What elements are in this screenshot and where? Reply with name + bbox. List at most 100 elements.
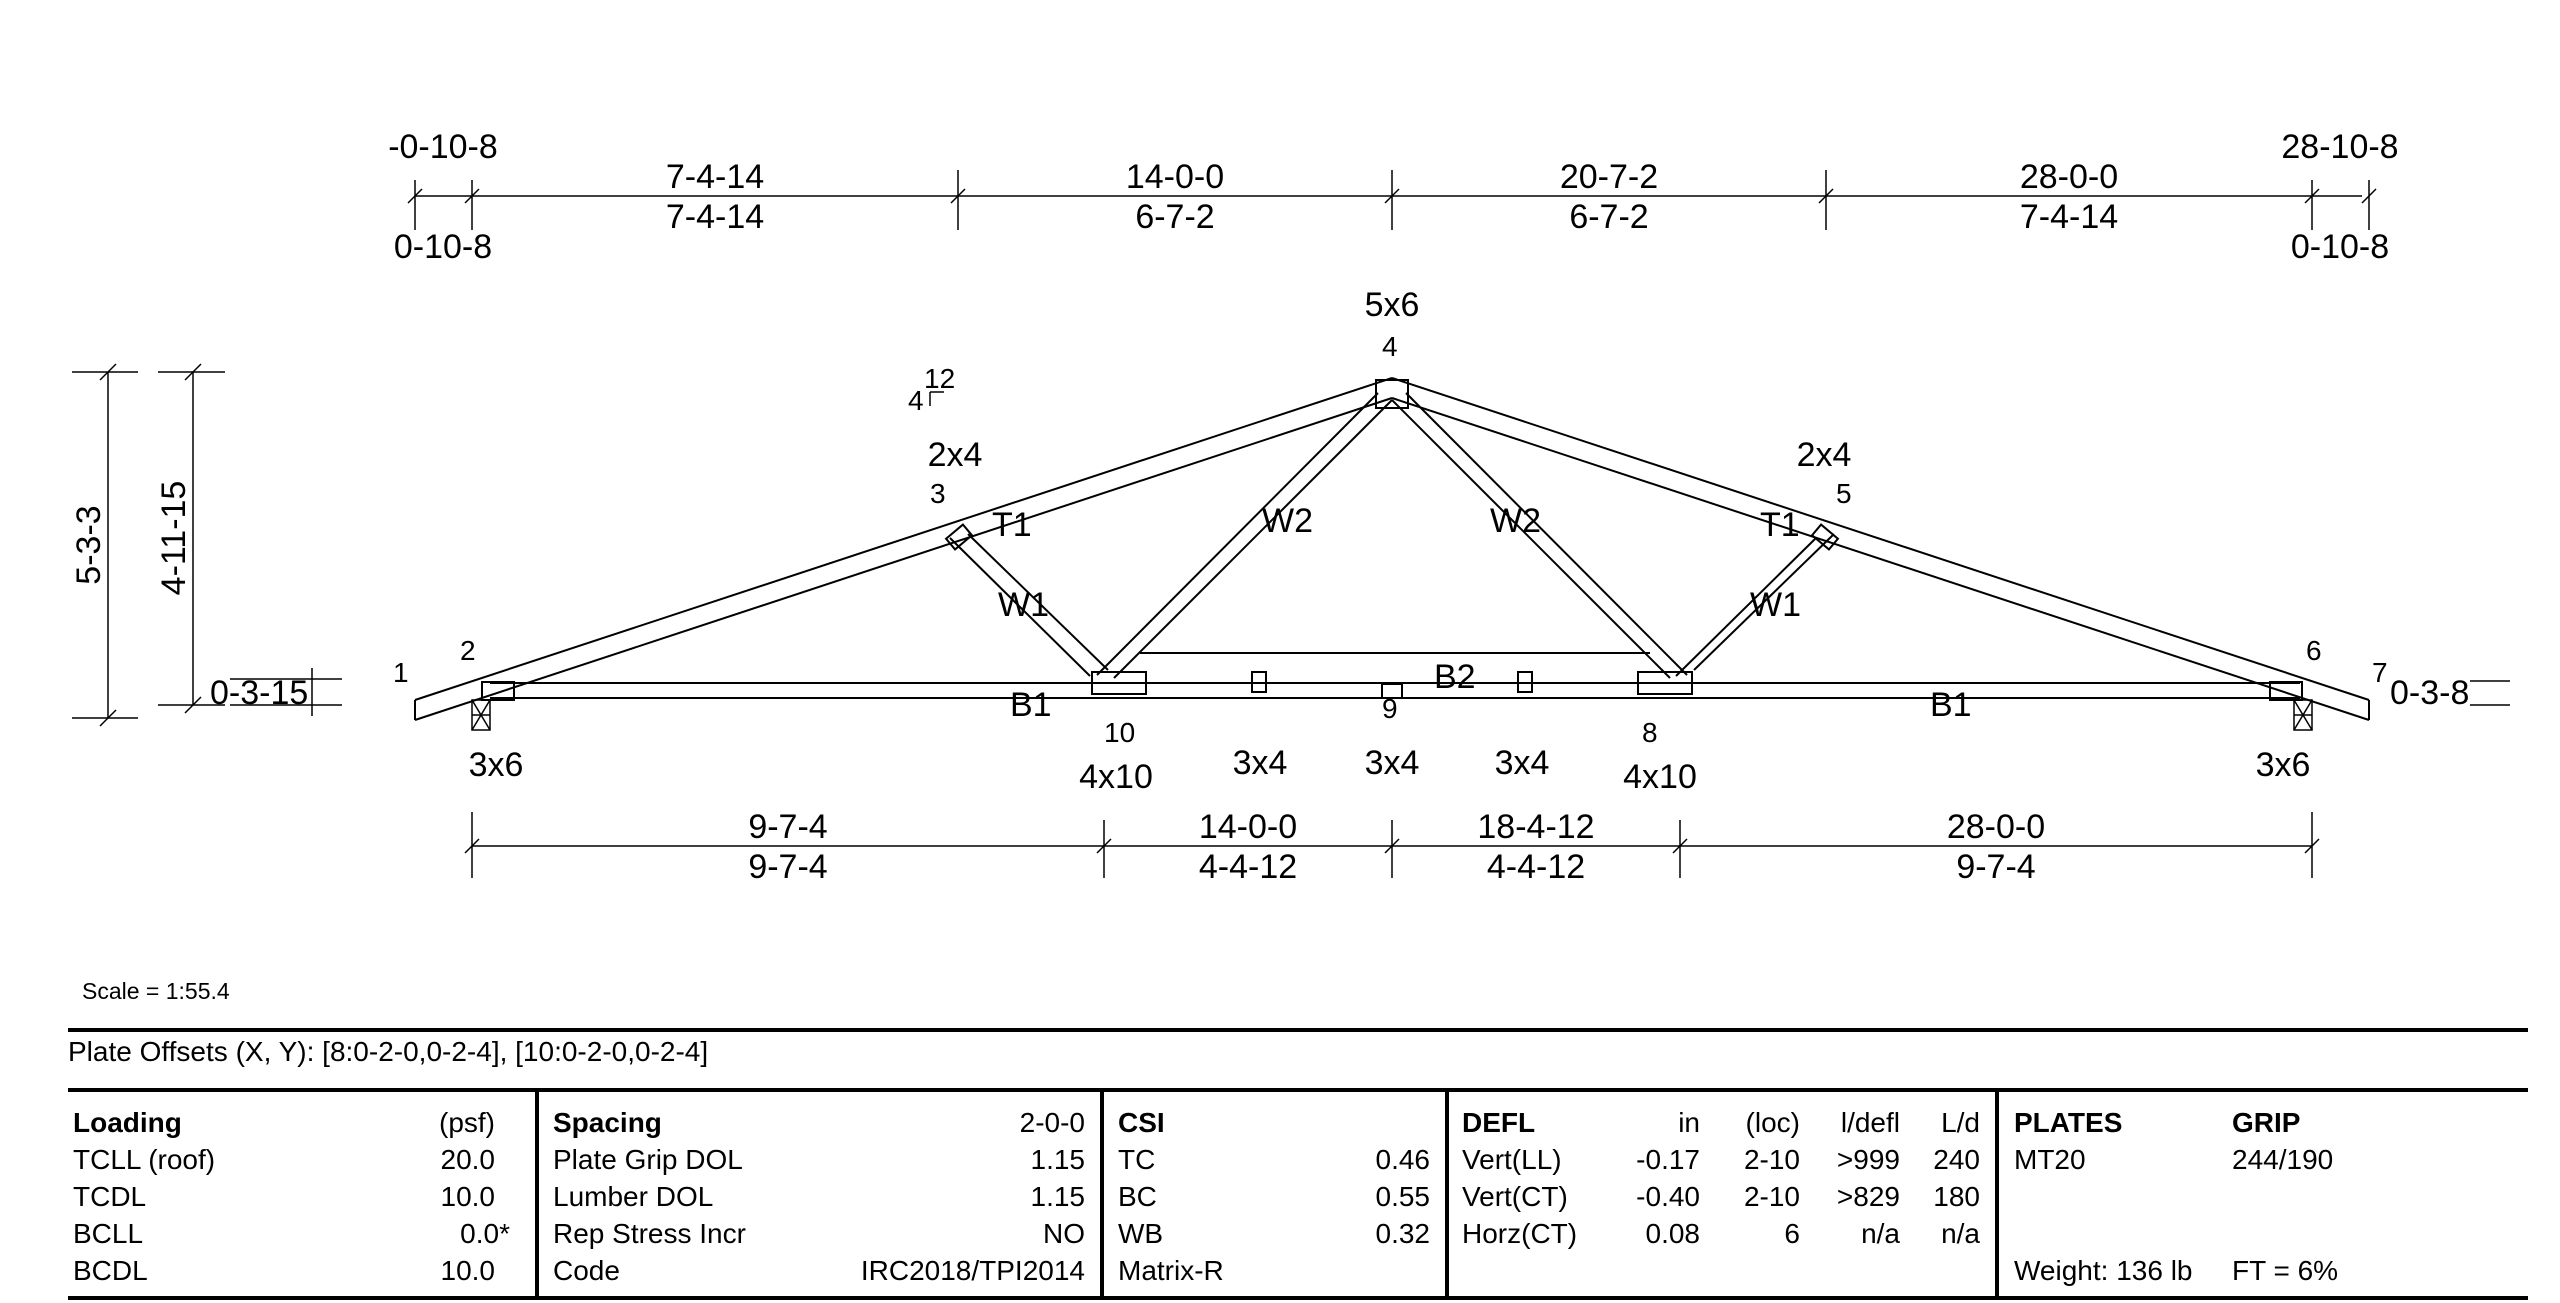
plate-label-left-support: 3x6 bbox=[469, 746, 524, 784]
spacing-label-4: Code bbox=[553, 1255, 620, 1286]
top-segment-2: 6-7-2 bbox=[1135, 198, 1214, 236]
joint-7: 7 bbox=[2372, 657, 2388, 688]
defl-col-ld: L/d bbox=[1941, 1107, 1980, 1138]
bearing-left bbox=[471, 699, 491, 731]
loading-label-2: TCDL bbox=[73, 1181, 147, 1212]
defl-ldefl-1: >999 bbox=[1836, 1144, 1900, 1175]
spacing-value-4: IRC2018/TPI2014 bbox=[860, 1255, 1085, 1286]
plate-label-joint5: 2x4 bbox=[1797, 436, 1852, 474]
joint-10: 10 bbox=[1104, 717, 1135, 748]
defl-label-1: Vert(LL) bbox=[1462, 1144, 1562, 1175]
spacing-value-3: NO bbox=[1043, 1218, 1085, 1249]
defl-ldefl-2: >829 bbox=[1836, 1181, 1900, 1212]
top-segment-4: 7-4-14 bbox=[2020, 198, 2118, 236]
bottom-cumulative-1: 9-7-4 bbox=[748, 808, 827, 846]
top-chord-left bbox=[414, 377, 1393, 721]
defl-label-2: Vert(CT) bbox=[1462, 1181, 1568, 1212]
web-w1-left bbox=[949, 533, 1109, 677]
member-t1-left: T1 bbox=[992, 506, 1032, 544]
defl-col-ldefl: l/defl bbox=[1840, 1107, 1900, 1138]
spacing-value-1: 1.15 bbox=[1030, 1144, 1086, 1175]
joint-8: 8 bbox=[1642, 717, 1658, 748]
top-cumulative-4: 28-0-0 bbox=[2020, 158, 2118, 196]
plate-label-right-support: 3x6 bbox=[2256, 746, 2311, 784]
loading-label-1: TCLL (roof) bbox=[73, 1144, 216, 1175]
plate-label-joint8: 4x10 bbox=[1623, 758, 1697, 796]
plate-type: MT20 bbox=[2014, 1144, 2086, 1175]
grip-header: GRIP bbox=[2232, 1107, 2301, 1138]
bottom-cumulative-4: 28-0-0 bbox=[1947, 808, 2045, 846]
inner-height: 4-11-15 bbox=[155, 481, 193, 596]
col-sep-2 bbox=[1100, 1088, 1104, 1300]
height-dimension-lines bbox=[72, 363, 2510, 727]
col-sep-1 bbox=[535, 1088, 539, 1300]
csi-value-2: 0.55 bbox=[1375, 1181, 1431, 1212]
divider-top bbox=[68, 1028, 2528, 1032]
member-b1-left: B1 bbox=[1010, 686, 1052, 724]
defl-label-3: Horz(CT) bbox=[1462, 1218, 1578, 1249]
plate-right-support bbox=[2269, 681, 2303, 701]
ft-value: FT = 6% bbox=[2232, 1255, 2339, 1286]
bottom-segment-2: 4-4-12 bbox=[1199, 848, 1297, 886]
plate-mid bbox=[1381, 683, 1403, 699]
top-segment-3: 6-7-2 bbox=[1569, 198, 1648, 236]
plate-label-mid: 3x4 bbox=[1365, 744, 1420, 782]
member-w2-right: W2 bbox=[1490, 502, 1541, 540]
defl-loc-2: 2-10 bbox=[1743, 1181, 1800, 1212]
overhang-left-bottom: 0-10-8 bbox=[394, 228, 492, 266]
defl-ld-2: 180 bbox=[1933, 1181, 1980, 1212]
top-cumulative-2: 14-0-0 bbox=[1126, 158, 1224, 196]
spacing-label-3: Rep Stress Incr bbox=[553, 1218, 746, 1249]
pitch-mark bbox=[929, 391, 944, 406]
overhang-left-top: -0-10-8 bbox=[388, 128, 498, 166]
csi-label-1: TC bbox=[1118, 1144, 1156, 1175]
loading-value-2: 10.0 bbox=[440, 1181, 496, 1212]
web-w2-right bbox=[1391, 392, 1688, 679]
truss-drawing: -0-10-8 0-10-8 28-10-8 0-10-8 7-4-14 14-… bbox=[70, 128, 2510, 886]
divider-table-bottom bbox=[68, 1296, 2528, 1300]
spacing-header: Spacing bbox=[553, 1107, 662, 1138]
plates-header: PLATES bbox=[2014, 1107, 2123, 1138]
joint-6: 6 bbox=[2306, 635, 2322, 666]
top-chord-right bbox=[1391, 377, 2370, 721]
bottom-segment-1: 9-7-4 bbox=[748, 848, 827, 886]
bottom-chord bbox=[490, 652, 2300, 699]
member-w1-right: W1 bbox=[1750, 586, 1801, 624]
top-segment-1: 7-4-14 bbox=[666, 198, 764, 236]
grip-value: 244/190 bbox=[2232, 1144, 2334, 1175]
joint-4: 4 bbox=[1382, 331, 1398, 362]
csi-label-4: Matrix-R bbox=[1118, 1255, 1224, 1286]
truss-weight: Weight: 136 lb bbox=[2014, 1255, 2193, 1286]
bottom-segment-3: 4-4-12 bbox=[1487, 848, 1585, 886]
defl-header: DEFL bbox=[1462, 1107, 1536, 1138]
pitch-rise: 4 bbox=[908, 385, 924, 416]
web-w2-left bbox=[1096, 392, 1393, 679]
csi-value-1: 0.46 bbox=[1375, 1144, 1431, 1175]
joint-3: 3 bbox=[930, 478, 946, 509]
defl-ld-1: 240 bbox=[1933, 1144, 1980, 1175]
overhang-right-top: 28-10-8 bbox=[2281, 128, 2398, 166]
plate-label-mid-left: 3x4 bbox=[1233, 744, 1288, 782]
loading-value-3: 0.0* bbox=[460, 1218, 510, 1249]
web-w1-right bbox=[1675, 533, 1835, 677]
bearing-right bbox=[2293, 699, 2313, 731]
csi-value-3: 0.32 bbox=[1375, 1218, 1431, 1249]
joint-1: 1 bbox=[393, 657, 409, 688]
bottom-cumulative-2: 14-0-0 bbox=[1199, 808, 1297, 846]
joint-5: 5 bbox=[1836, 478, 1852, 509]
divider-table-top bbox=[68, 1088, 2528, 1092]
plate-left-support bbox=[481, 681, 515, 701]
col-sep-3 bbox=[1445, 1088, 1449, 1300]
bottom-dimension-line bbox=[464, 812, 2320, 878]
bottom-segment-4: 9-7-4 bbox=[1956, 848, 2035, 886]
defl-ldefl-3: n/a bbox=[1861, 1218, 1900, 1249]
spacing-value-2: 1.15 bbox=[1030, 1181, 1086, 1212]
scale-label: Scale = 1:55.4 bbox=[82, 978, 230, 1004]
top-cumulative-3: 20-7-2 bbox=[1560, 158, 1658, 196]
pitch-run: 12 bbox=[924, 363, 955, 394]
plate-joint10 bbox=[1091, 671, 1147, 695]
top-cumulative-1: 7-4-14 bbox=[666, 158, 764, 196]
loading-label-3: BCLL bbox=[73, 1218, 144, 1249]
joint-2: 2 bbox=[460, 635, 476, 666]
spacing-value: 2-0-0 bbox=[1019, 1107, 1085, 1138]
